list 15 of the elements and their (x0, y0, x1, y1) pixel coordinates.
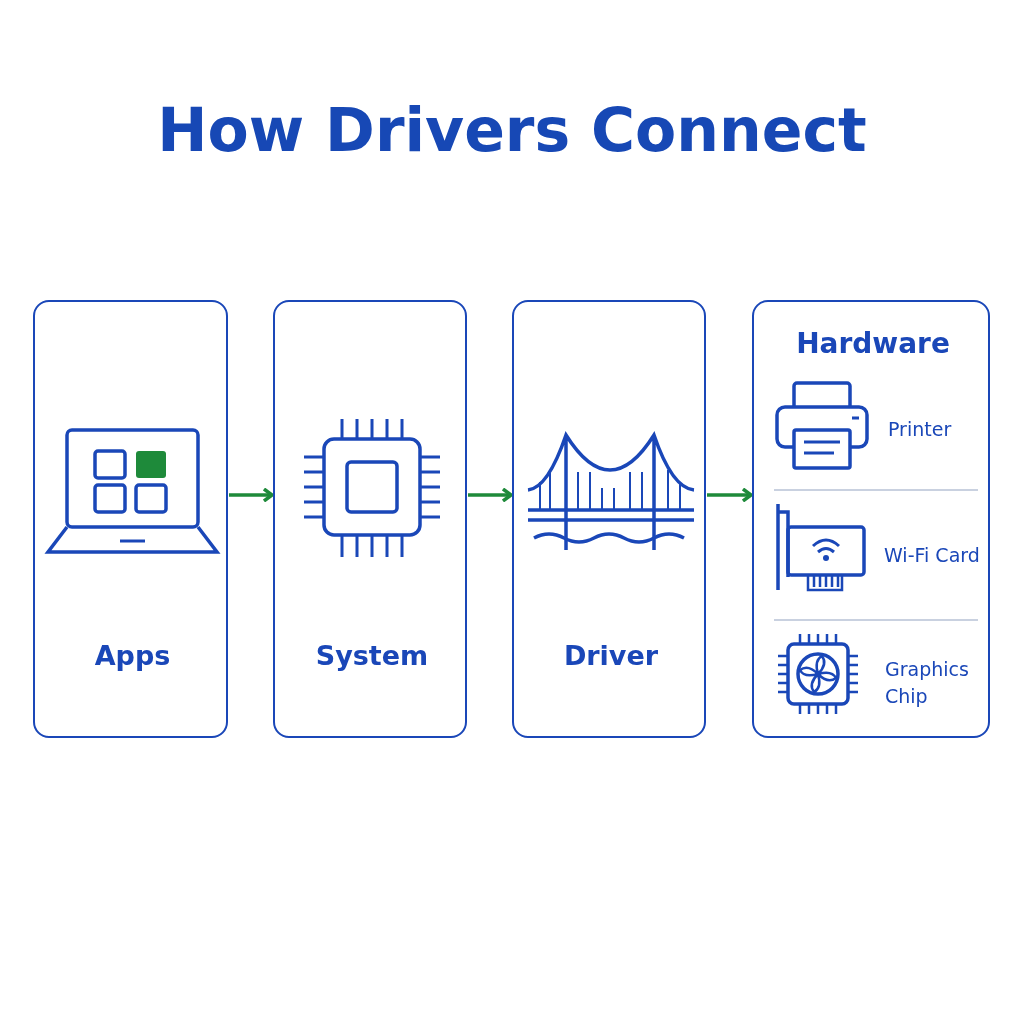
box-label: Hardware (795, 326, 951, 362)
arrow (229, 487, 274, 503)
driver-box (512, 300, 706, 738)
arrow (707, 487, 753, 503)
hardware-panel (752, 300, 990, 738)
box-label: Apps (93, 639, 172, 673)
apps-box (33, 300, 228, 738)
box-label: Driver (562, 639, 660, 673)
item-label: Graphics Chip (885, 657, 970, 709)
diagram-title: How Drivers Connect (156, 95, 868, 165)
box-label: System (314, 639, 430, 673)
arrow (468, 487, 513, 503)
item-label: Wi-Fi Card (884, 543, 981, 568)
system-box (273, 300, 467, 738)
item-label: Printer (888, 417, 953, 442)
